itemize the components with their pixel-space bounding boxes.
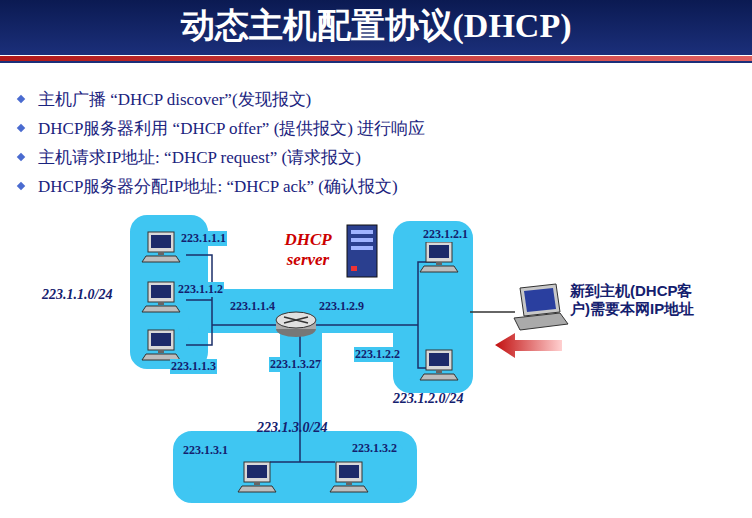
bullet-text: 主机请求IP地址: “DHCP request” (请求报文) xyxy=(38,146,361,169)
slide-title: 动态主机配置协议(DHCP) xyxy=(0,4,752,48)
wires xyxy=(186,255,515,462)
subnet-label: 223.1.2.0/24 xyxy=(393,391,463,407)
ip-address: 223.1.3.1 xyxy=(182,443,229,458)
ip-address: 223.1.1.1 xyxy=(180,231,227,246)
ip-address: 223.1.1.3 xyxy=(170,359,217,374)
host-note: 新到主机(DHCP客户)需要本网IP地址 xyxy=(570,282,710,318)
subnet-label: 223.1.3.0/24 xyxy=(257,420,327,436)
subnet-label: 223.1.1.0/24 xyxy=(42,287,112,303)
server xyxy=(347,225,377,277)
red-arrow xyxy=(495,333,562,358)
ip-address: 223.1.2.1 xyxy=(422,227,469,242)
ip-address: 223.1.3.2 xyxy=(351,441,398,456)
ip-address: 223.1.1.4 xyxy=(229,299,276,314)
server-label: DHCP server xyxy=(278,230,338,270)
network-cloud xyxy=(137,222,466,496)
bullet-text: DHCP服务器利用 “DHCP offer” (提供报文) 进行响应 xyxy=(38,117,425,140)
hosts xyxy=(142,232,458,492)
ip-address: 223.1.1.2 xyxy=(177,282,224,297)
ip-address: 223.1.2.2 xyxy=(354,347,401,362)
ip-address: 223.1.3.27 xyxy=(269,357,322,372)
bullet-marks xyxy=(17,95,25,190)
ip-address: 223.1.2.9 xyxy=(318,299,365,314)
laptop xyxy=(514,284,568,330)
bullet-text: DHCP服务器分配IP地址: “DHCP ack” (确认报文) xyxy=(38,175,398,198)
bullet-text: 主机广播 “DHCP discover”(发现报文) xyxy=(38,88,311,111)
router xyxy=(276,312,316,337)
